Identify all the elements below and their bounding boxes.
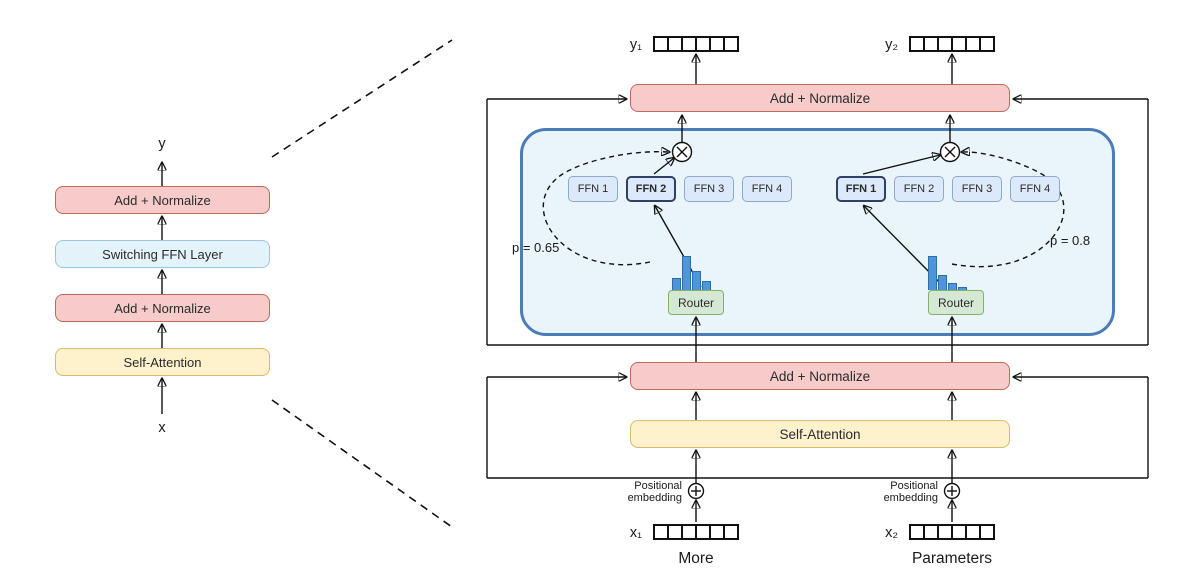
token-vector-x2 <box>909 524 995 540</box>
router-token1: Router <box>668 290 724 315</box>
input-label-x1: x₁ <box>629 525 642 541</box>
left-self-attention: Self-Attention <box>55 348 270 376</box>
token-vector-y2 <box>909 36 995 52</box>
gate-probability-token2: p = 0.8 <box>1050 233 1091 248</box>
arrow-ffn2-to-times1 <box>653 158 674 175</box>
token-cell <box>979 524 995 540</box>
plus-node-token2 <box>943 482 961 500</box>
token-cell <box>723 524 739 540</box>
positional-embedding-label-token2: Positional embedding <box>852 480 938 504</box>
histogram-bar <box>958 287 967 290</box>
expansion-lines <box>271 39 453 528</box>
positional-embedding-line1: Positional <box>890 480 938 492</box>
token-cell <box>979 36 995 52</box>
output-label-y: y <box>158 136 166 152</box>
caption-more: More <box>678 550 714 567</box>
expansion-line-top <box>271 39 453 158</box>
histogram-bar <box>702 281 711 290</box>
ffn4-token1: FFN 4 <box>742 176 792 202</box>
expansion-line-bottom <box>271 399 453 528</box>
histogram-bar <box>938 275 947 290</box>
gate-probability-token1: p = 0.65 <box>512 240 560 255</box>
ffn2-token1: FFN 2 <box>626 176 676 202</box>
output-label-y1: y₁ <box>629 37 642 53</box>
token-vector-x1 <box>653 524 739 540</box>
expert-output-arrows <box>653 116 950 175</box>
multiply-node-token2 <box>939 141 961 163</box>
self-attention-bar: Self-Attention <box>630 420 1010 448</box>
times-cross <box>676 146 688 158</box>
input-label-x2: x₂ <box>885 525 898 541</box>
token-cell <box>723 36 739 52</box>
token-vector-y1 <box>653 36 739 52</box>
add-normalize-mid-bar: Add + Normalize <box>630 362 1010 390</box>
arrow-ffn1-to-times2 <box>862 155 940 175</box>
multiply-node-token1 <box>671 141 693 163</box>
skip-connection-top <box>486 99 1149 346</box>
times-cross <box>944 146 956 158</box>
positional-embedding-label-token1: Positional embedding <box>596 480 682 504</box>
add-normalize-top-bar: Add + Normalize <box>630 84 1010 112</box>
positional-embedding-line1: Positional <box>634 480 682 492</box>
histogram-bar <box>928 256 937 290</box>
input-label-x: x <box>158 420 166 436</box>
output-label-y2: y₂ <box>885 37 898 53</box>
ffn4-token2: FFN 4 <box>1010 176 1060 202</box>
ffn1-token2: FFN 1 <box>836 176 886 202</box>
gate-curve-token2 <box>951 152 1065 268</box>
ffn1-token1: FFN 1 <box>568 176 618 202</box>
router-distribution-histogram-token1 <box>672 254 720 290</box>
ffn3-token1: FFN 3 <box>684 176 734 202</box>
positional-embedding-line2: embedding <box>883 492 938 504</box>
caption-parameters: Parameters <box>911 550 993 567</box>
ffn2-token2: FFN 2 <box>894 176 944 202</box>
histogram-bar <box>672 278 681 290</box>
router-token2: Router <box>928 290 984 315</box>
gate-curve-token1 <box>542 152 669 266</box>
gate-probability-curves <box>542 152 1065 268</box>
histogram-bar <box>682 256 691 290</box>
left-add-normalize-bottom: Add + Normalize <box>55 294 270 322</box>
positional-embedding-line2: embedding <box>627 492 682 504</box>
left-add-normalize-top: Add + Normalize <box>55 186 270 214</box>
histogram-bar <box>948 283 957 290</box>
skip-connection-bottom <box>486 377 1149 479</box>
plus-node-token1 <box>687 482 705 500</box>
left-switching-ffn-layer: Switching FFN Layer <box>55 240 270 268</box>
router-distribution-histogram-token2 <box>928 254 976 290</box>
ffn3-token2: FFN 3 <box>952 176 1002 202</box>
histogram-bar <box>692 271 701 290</box>
